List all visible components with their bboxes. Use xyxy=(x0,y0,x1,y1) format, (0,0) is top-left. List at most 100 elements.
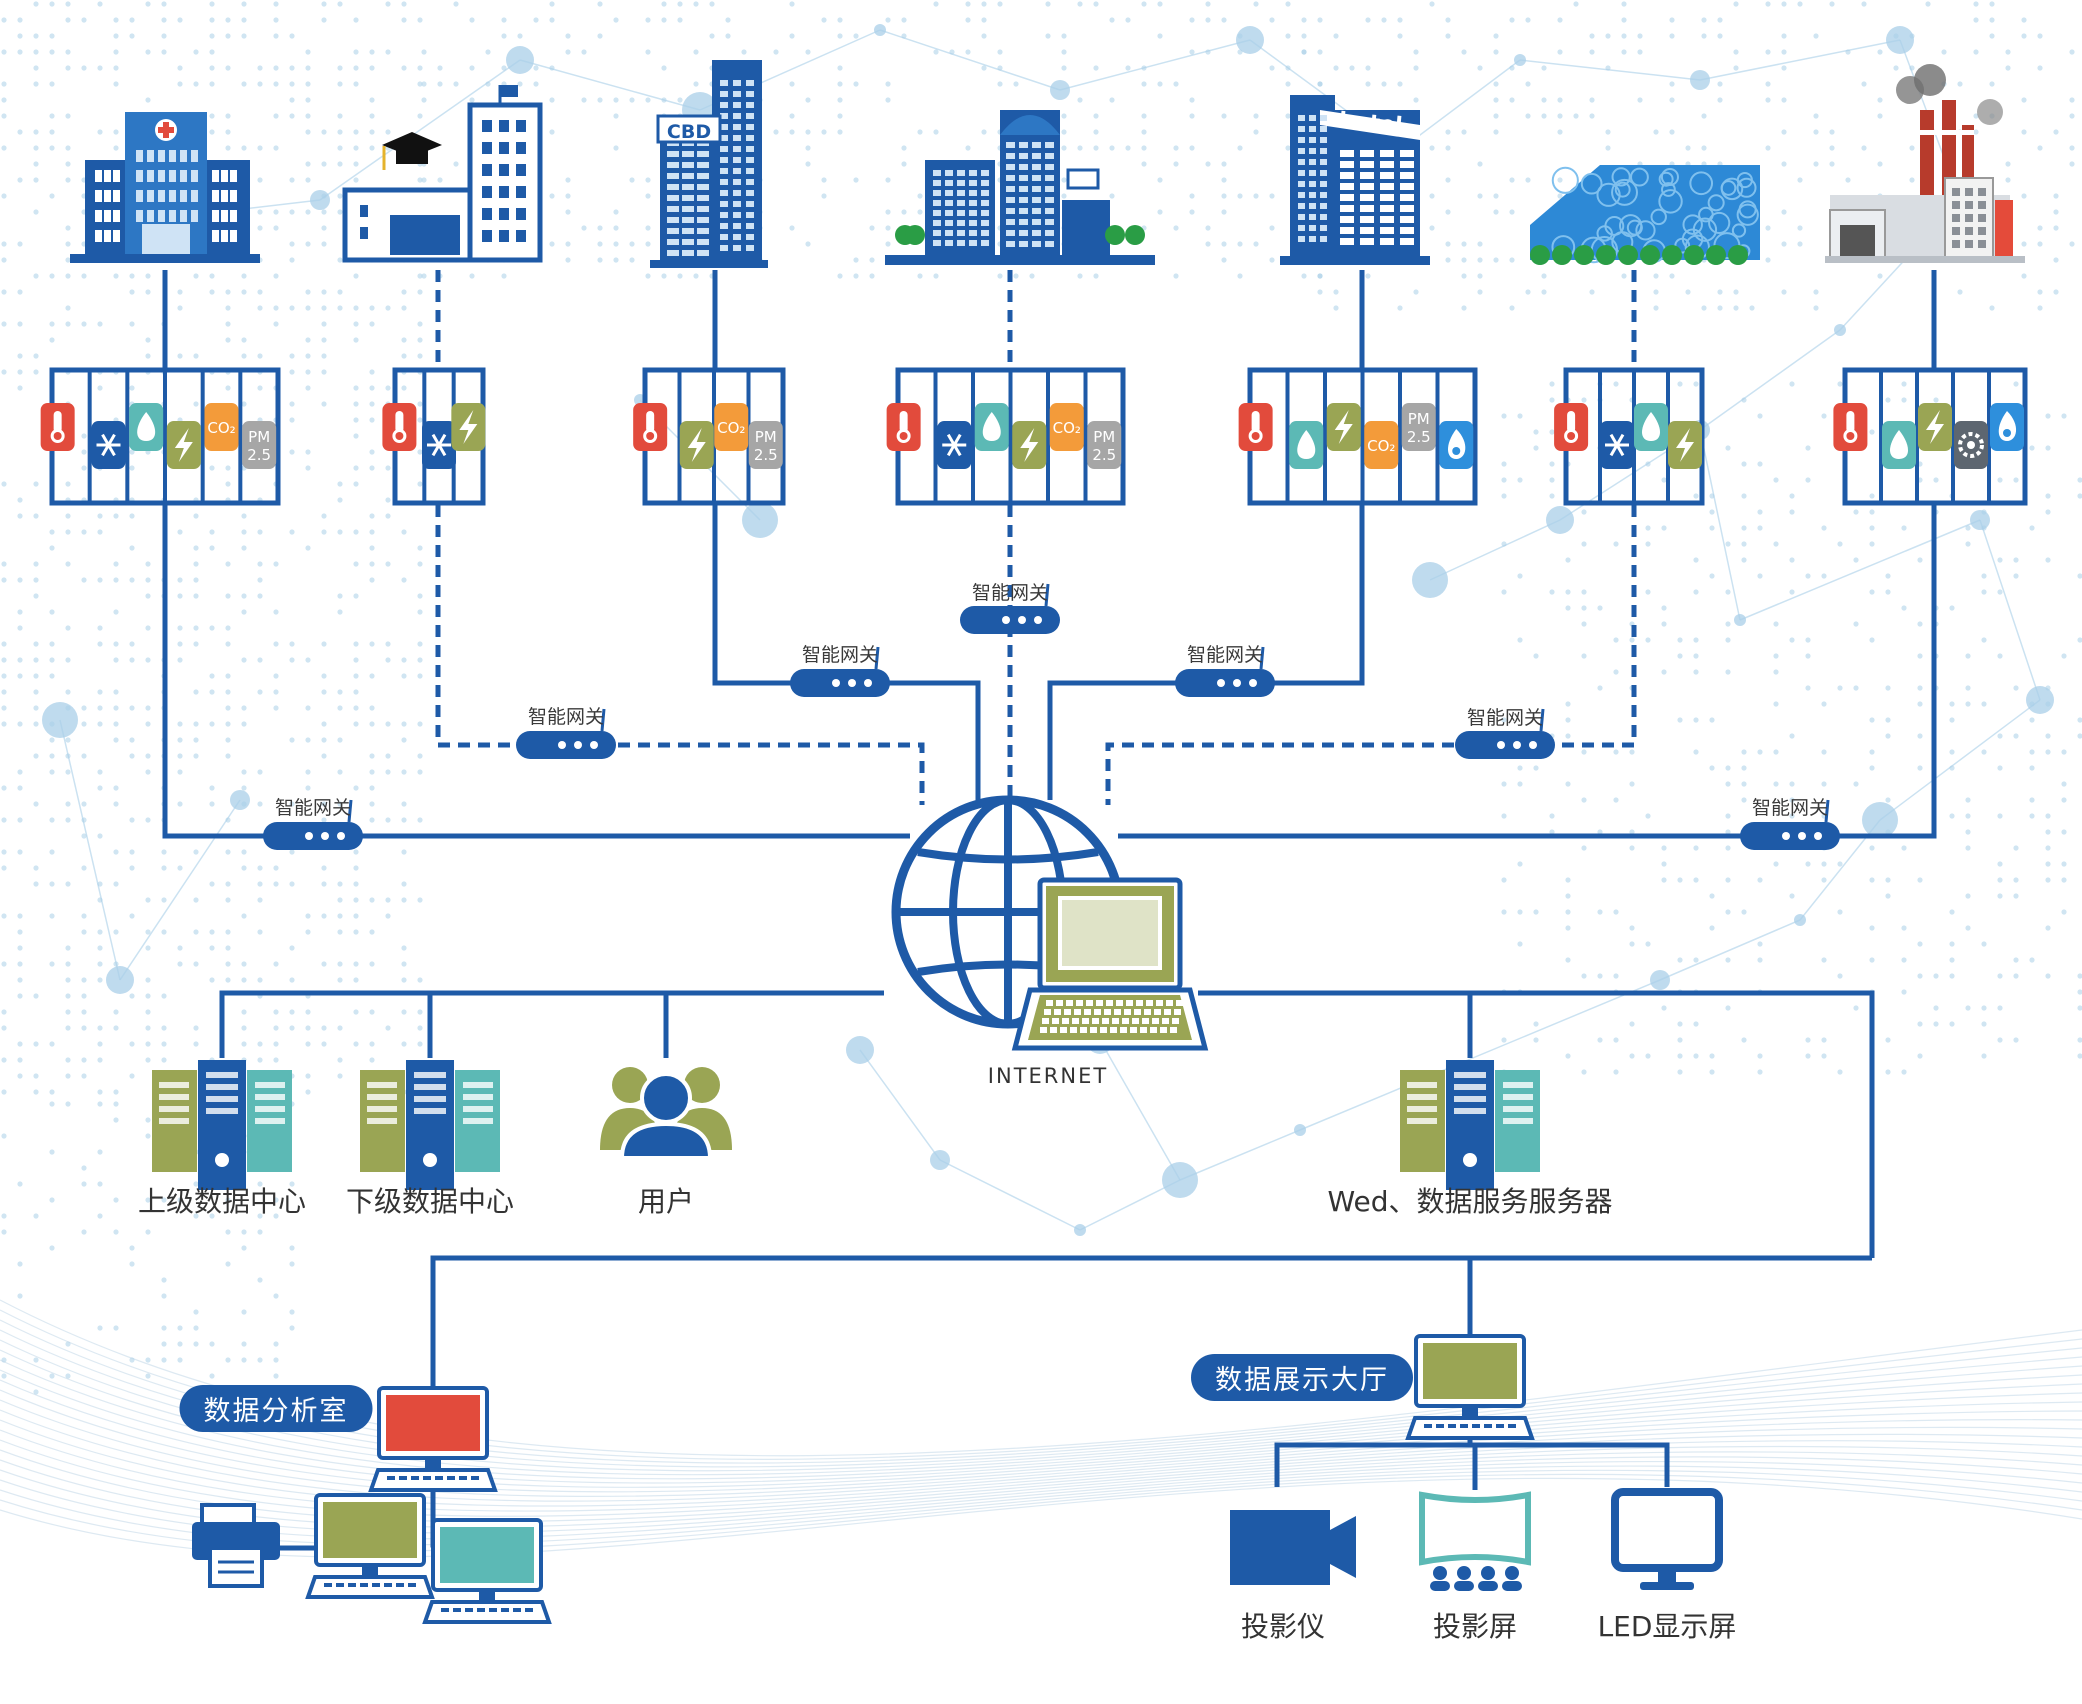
window xyxy=(733,91,741,97)
bg-dot xyxy=(2053,289,2059,295)
bg-dot xyxy=(417,1009,423,1015)
key xyxy=(1054,1009,1061,1015)
bg-dot xyxy=(2069,113,2075,119)
window xyxy=(981,200,989,206)
bg-dot xyxy=(1629,845,1635,851)
bg-dot xyxy=(145,657,151,663)
bg-dot xyxy=(1757,461,1763,467)
printer-icon xyxy=(192,1503,280,1588)
window xyxy=(746,157,754,163)
bg-dot xyxy=(1613,973,1619,979)
bg-dot xyxy=(241,1245,247,1251)
bg-dot xyxy=(305,657,311,663)
window xyxy=(169,150,176,162)
bg-link xyxy=(1179,1129,1301,1181)
bg-dot xyxy=(321,1025,327,1031)
bg-dot xyxy=(533,17,539,23)
bg-dot xyxy=(2069,97,2075,103)
bg-dot xyxy=(209,721,215,727)
window xyxy=(212,230,219,242)
bg-dot xyxy=(1501,413,1507,419)
bg-dot xyxy=(1,865,7,871)
bg-dot xyxy=(129,993,135,999)
bg-dot xyxy=(1949,1021,1955,1027)
bg-dot xyxy=(437,65,443,71)
key xyxy=(1162,1018,1169,1024)
bg-dot xyxy=(113,33,119,39)
key xyxy=(1150,1027,1157,1033)
bg-dot xyxy=(1997,1037,2003,1043)
window xyxy=(720,124,728,130)
bg-dot xyxy=(17,817,23,823)
bg-dot xyxy=(417,289,423,295)
bg-dot xyxy=(1693,877,1699,883)
bg-dot xyxy=(1885,1037,1891,1043)
bg-dot xyxy=(193,897,199,903)
bg-dot xyxy=(1349,65,1355,71)
bg-dot xyxy=(145,1117,151,1123)
bg-dot xyxy=(129,321,135,327)
bg-dot xyxy=(33,177,39,183)
bg-dot xyxy=(17,353,23,359)
bg-dot xyxy=(1869,525,1875,531)
bg-dot xyxy=(1061,177,1067,183)
bg-dot xyxy=(33,1089,39,1095)
key xyxy=(1172,1018,1179,1024)
window xyxy=(1045,241,1054,247)
bg-dot xyxy=(853,81,859,87)
cbd-tower-icon: CBD xyxy=(650,60,768,268)
bg-dot xyxy=(565,257,571,263)
bg-dot xyxy=(401,945,407,951)
window xyxy=(720,179,728,185)
display-hall-computer-icon xyxy=(1405,1334,1535,1440)
bg-dot xyxy=(417,321,423,327)
bg-dot xyxy=(417,817,423,823)
bg-dot xyxy=(1573,1,1579,7)
bg-dot xyxy=(1205,1,1211,7)
thermometer-icon xyxy=(40,403,75,451)
key xyxy=(1144,1009,1151,1015)
bg-dot xyxy=(97,833,103,839)
bg-dot xyxy=(145,577,151,583)
window xyxy=(1320,203,1327,209)
bg-dot xyxy=(1989,17,1995,23)
bg-dot xyxy=(353,417,359,423)
bg-dot xyxy=(257,305,263,311)
bg-dot xyxy=(2045,557,2051,563)
bg-dot xyxy=(1445,33,1451,39)
bg-dot xyxy=(1917,685,1923,691)
bg-wave xyxy=(0,1399,2082,1497)
window xyxy=(957,200,965,206)
bg-dot xyxy=(1741,525,1747,531)
bg-dot xyxy=(1789,589,1795,595)
bg-dot xyxy=(257,81,263,87)
bg-dot xyxy=(177,753,183,759)
bg-dot xyxy=(1,257,7,263)
bg-dot xyxy=(1733,49,1739,55)
window xyxy=(1298,137,1305,143)
bg-dot xyxy=(129,1261,135,1267)
bg-dot xyxy=(1677,1021,1683,1027)
bg-dot xyxy=(369,785,375,791)
bg-dot xyxy=(1941,49,1947,55)
bg-dot xyxy=(305,49,311,55)
bg-dot xyxy=(1677,1053,1683,1059)
bg-dot xyxy=(1877,49,1883,55)
bg-dot xyxy=(401,337,407,343)
bg-dot xyxy=(401,769,407,775)
bg-dot xyxy=(353,689,359,695)
bg-dot xyxy=(1317,17,1323,23)
bg-dot xyxy=(209,129,215,135)
bg-dot xyxy=(177,865,183,871)
bg-dot xyxy=(81,833,87,839)
hospital-icon xyxy=(70,112,260,263)
bg-dot xyxy=(1789,381,1795,387)
bubble xyxy=(1698,206,1714,223)
bg-dot xyxy=(629,177,635,183)
bg-dot xyxy=(2053,225,2059,231)
bg-dot xyxy=(225,481,231,487)
window xyxy=(733,212,741,218)
bg-dot xyxy=(65,513,71,519)
window xyxy=(1298,214,1305,220)
bg-dot xyxy=(1981,749,1987,755)
